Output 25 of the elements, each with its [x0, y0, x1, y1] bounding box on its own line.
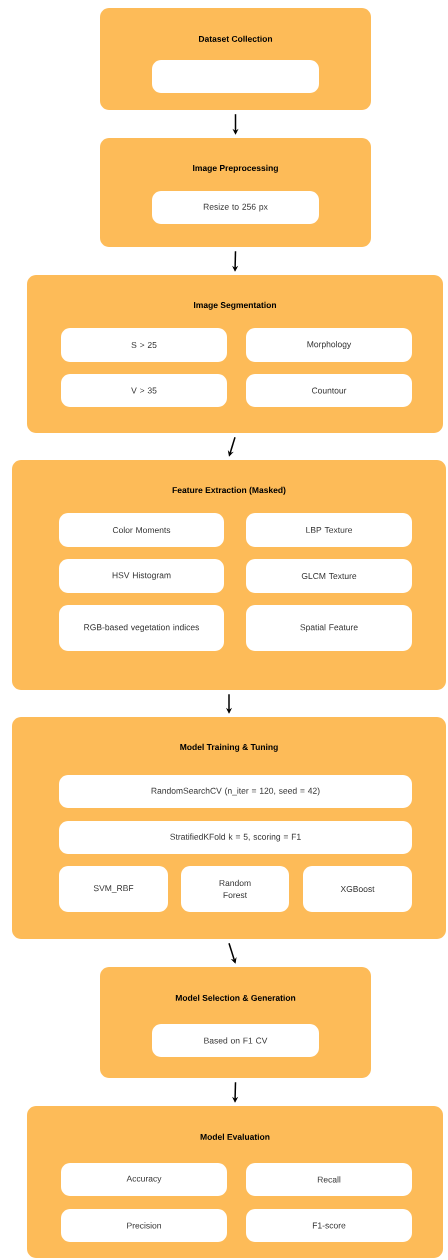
- step-box: Morphology: [246, 328, 412, 362]
- step-box: Precision: [61, 1209, 227, 1242]
- step-box: V > 35: [61, 374, 227, 407]
- step-box: Accuracy: [61, 1163, 227, 1196]
- step-box: Countour: [246, 374, 412, 407]
- step-box: RandomSearchCV (n_iter = 120, seed = 42): [59, 775, 412, 808]
- arrow: [232, 250, 239, 272]
- step-box: StratifiedKFold k = 5, scoring = F1: [59, 821, 412, 854]
- step-box: HSV Histogram: [59, 559, 224, 593]
- step-box: Random Forest: [181, 866, 289, 912]
- step-box: Recall: [246, 1163, 412, 1196]
- step-box: LBP Texture: [246, 513, 412, 547]
- step-box: S > 25: [61, 328, 227, 362]
- step-box: GLCM Texture: [246, 559, 412, 593]
- step-box: [152, 60, 319, 93]
- step-box: Resize to 256 px: [152, 191, 319, 224]
- arrow: [228, 942, 237, 964]
- step-box: RGB-based vegetation indices: [59, 605, 224, 651]
- step-box: XGBoost: [303, 866, 412, 912]
- step-box: Spatial Feature: [246, 605, 412, 651]
- step-box: F1-score: [246, 1209, 412, 1242]
- arrow: [232, 1081, 239, 1103]
- step-box: Color Moments: [59, 513, 224, 547]
- step-box: SVM_RBF: [59, 866, 168, 912]
- step-box: Based on F1 CV: [152, 1024, 319, 1057]
